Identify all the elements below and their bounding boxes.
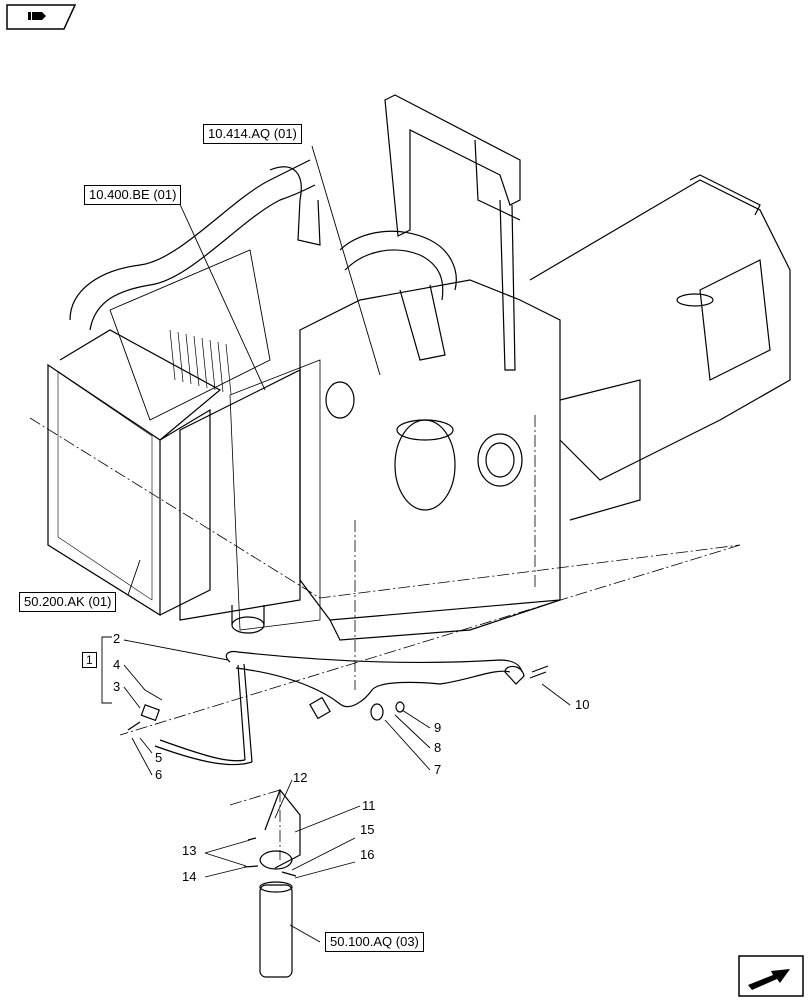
reference-box-50-100[interactable]: 50.100.AQ (03)	[325, 932, 424, 952]
callout-3: 3	[113, 679, 121, 694]
view-selector-tab-icon[interactable]	[6, 4, 77, 30]
callout-13: 13	[182, 843, 197, 858]
callout-8: 8	[434, 740, 442, 755]
reference-box-10-414[interactable]: 10.414.AQ (01)	[203, 124, 302, 144]
callout-14: 14	[182, 869, 197, 884]
callout-2: 2	[113, 631, 121, 646]
callout-16: 16	[360, 847, 375, 862]
callout-10: 10	[575, 697, 590, 712]
group-label-box: 1	[82, 652, 97, 668]
callout-4: 4	[113, 657, 121, 672]
callout-6: 6	[155, 767, 163, 782]
callout-15: 15	[360, 822, 375, 837]
reference-box-50-200[interactable]: 50.200.AK (01)	[19, 592, 117, 612]
reference-box-10-400[interactable]: 10.400.BE (01)	[84, 185, 182, 205]
callout-5: 5	[155, 750, 163, 765]
callout-11: 11	[362, 798, 376, 813]
next-page-arrow-icon[interactable]	[738, 955, 804, 997]
callout-9: 9	[434, 720, 442, 735]
callout-12: 12	[293, 770, 308, 785]
callout-7: 7	[434, 762, 442, 777]
